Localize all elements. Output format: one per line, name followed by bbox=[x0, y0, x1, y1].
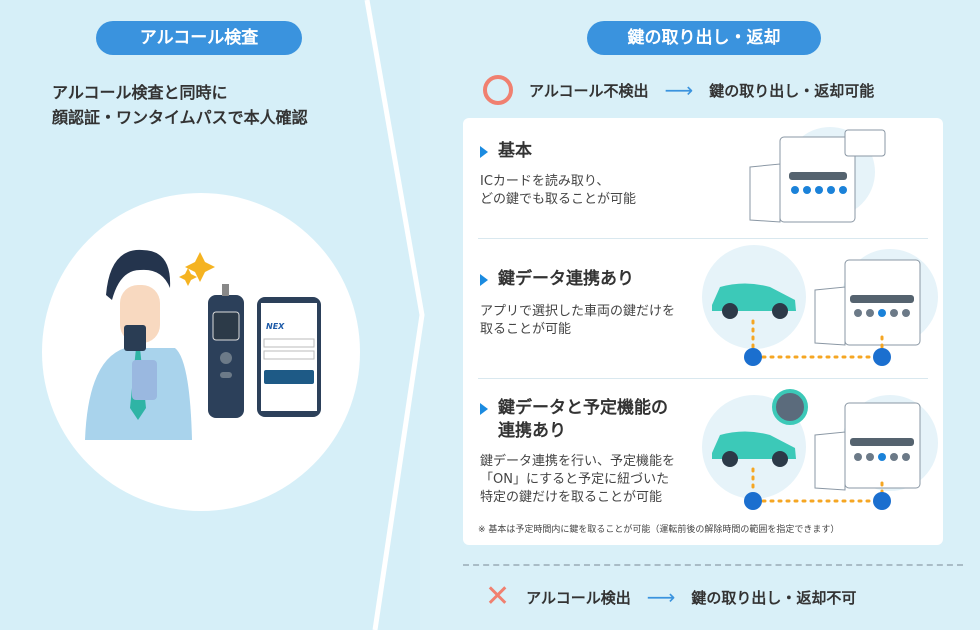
section-title: 鍵データ連携あり bbox=[498, 269, 634, 289]
circle-ok-icon bbox=[483, 75, 513, 105]
app-logo: NEX bbox=[266, 322, 285, 331]
section-desc: ICカードを読み取り、 bbox=[480, 174, 610, 189]
arrow-right-icon: ⟶ bbox=[664, 78, 694, 102]
lead-line: アルコール検査と同時に bbox=[52, 83, 228, 102]
divider bbox=[478, 378, 928, 379]
ng-condition: アルコール検出 bbox=[526, 588, 631, 607]
ok-condition: アルコール不検出 bbox=[529, 81, 649, 100]
footnote: ※ 基本は予定時間内に鍵を取ることが可能（運転前後の解除時間の範囲を指定できます… bbox=[478, 525, 840, 535]
key-cabinet-illustration bbox=[749, 127, 886, 223]
divider bbox=[478, 238, 928, 239]
triangle-icon bbox=[480, 146, 488, 158]
dashed-divider bbox=[463, 564, 963, 566]
section-title: 基本 bbox=[498, 141, 532, 161]
alcohol-check-badge: アルコール検査 bbox=[96, 21, 302, 55]
section-desc: アプリで選択した車両の鍵だけを bbox=[480, 304, 676, 319]
person-with-devices-illustration bbox=[85, 249, 321, 440]
clock-icon bbox=[772, 389, 808, 425]
section-desc: 取ることが可能 bbox=[480, 322, 572, 337]
section-desc: 「ON」にすると予定に紐づいた bbox=[480, 472, 670, 487]
lead-text: アルコール検査と同時に顔認証・ワンタイムパスで本人確認 bbox=[52, 80, 308, 130]
ng-row: ✕ アルコール検出 ⟶ 鍵の取り出し・返却不可 bbox=[485, 579, 857, 614]
car-key-link-illustration bbox=[702, 245, 938, 366]
section-desc: どの鍵でも取ることが可能 bbox=[480, 192, 637, 207]
cross-ng-icon: ✕ bbox=[485, 579, 511, 614]
section-title: 鍵データと予定機能の bbox=[498, 398, 668, 418]
ng-result: 鍵の取り出し・返却不可 bbox=[691, 588, 857, 607]
section-title: 連携あり bbox=[498, 421, 566, 441]
ok-result: 鍵の取り出し・返却可能 bbox=[709, 81, 875, 100]
section-desc: 特定の鍵だけを取ることが可能 bbox=[480, 490, 663, 505]
section-desc: 鍵データ連携を行い、予定機能を bbox=[480, 454, 676, 469]
section-key-data-schedule: 鍵データと予定機能の連携あり 鍵データ連携を行い、予定機能を「ON」にすると予定… bbox=[480, 397, 675, 507]
sparkle-icon bbox=[185, 252, 215, 282]
sparkle-icon bbox=[179, 268, 197, 286]
ok-row: アルコール不検出 ⟶ 鍵の取り出し・返却可能 bbox=[483, 75, 874, 105]
lead-line: 顔認証・ワンタイムパスで本人確認 bbox=[52, 108, 308, 127]
triangle-icon bbox=[480, 274, 488, 286]
section-basic: 基本 ICカードを読み取り、どの鍵でも取ることが可能 bbox=[480, 140, 636, 209]
arrow-right-icon: ⟶ bbox=[646, 585, 676, 609]
triangle-icon bbox=[480, 403, 488, 415]
car-key-schedule-illustration bbox=[702, 389, 938, 510]
section-key-data: 鍵データ連携あり アプリで選択した車両の鍵だけを取ることが可能 bbox=[480, 268, 675, 339]
key-badge: 鍵の取り出し・返却 bbox=[587, 21, 821, 55]
